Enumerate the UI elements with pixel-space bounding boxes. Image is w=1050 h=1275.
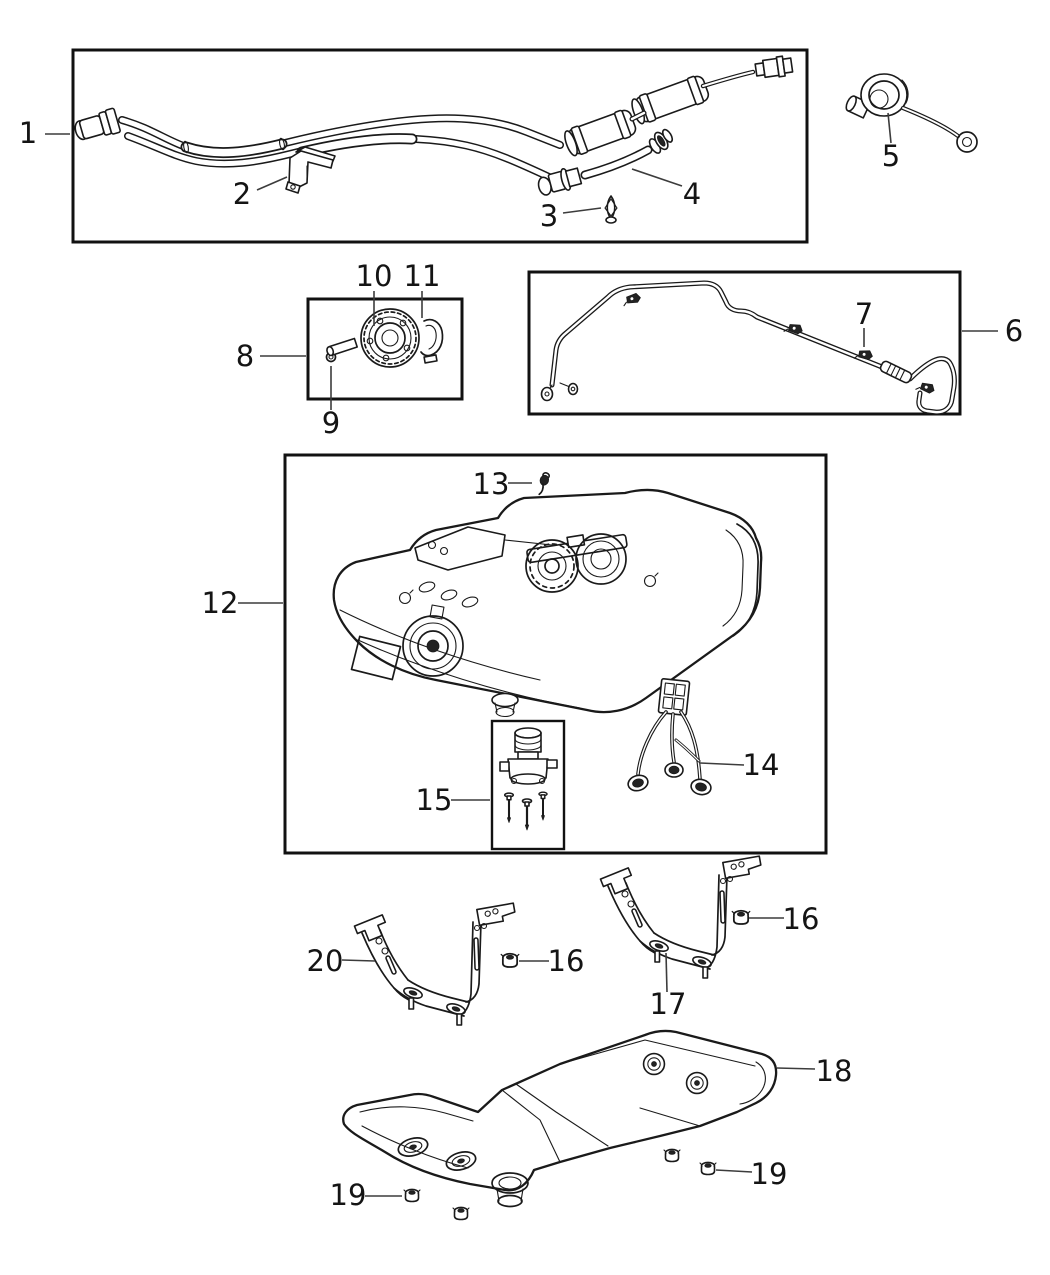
nut-drawing-19-4 [699, 1161, 717, 1176]
nut-drawing-19-1 [403, 1188, 421, 1203]
callout-16-right: 16 [749, 902, 819, 936]
callout-16-left: 16 [519, 944, 584, 978]
callout-label-19-left: 19 [330, 1178, 367, 1212]
callout-label-10: 10 [356, 259, 393, 293]
callout-label-13: 13 [473, 467, 510, 501]
clamp-drawing [420, 318, 444, 364]
callout-5: 5 [882, 112, 900, 173]
nut-drawing-19-2 [452, 1206, 470, 1221]
callout-label-16-left: 16 [548, 944, 585, 978]
leader-line-3 [562, 207, 602, 214]
skid-plate-drawing [342, 1029, 778, 1208]
callout-8: 8 [236, 339, 306, 373]
callout-label-1: 1 [19, 116, 37, 150]
callout-label-20: 20 [307, 944, 344, 978]
group-box-15 [490, 719, 566, 851]
leader-line-4 [631, 168, 683, 187]
callout-18: 18 [776, 1054, 853, 1088]
leader-line-19-right [715, 1169, 753, 1173]
callout-label-8: 8 [236, 339, 254, 373]
callout-label-5: 5 [882, 139, 900, 173]
callout-label-4: 4 [683, 177, 701, 211]
callout-label-9: 9 [322, 406, 340, 440]
group-box-1 [71, 48, 809, 244]
callout-label-19-right: 19 [751, 1157, 788, 1191]
cap-with-tether-drawing [845, 73, 978, 153]
callout-3: 3 [540, 199, 602, 233]
retainer-clip-drawing-3 [604, 195, 618, 224]
callout-12: 12 [202, 586, 283, 620]
callout-19-right: 19 [715, 1157, 788, 1191]
callout-4: 4 [631, 168, 701, 211]
callout-20: 20 [307, 944, 376, 978]
callout-13: 13 [473, 467, 532, 501]
callout-label-2: 2 [233, 177, 251, 211]
leader-line-2 [256, 176, 288, 191]
callout-label-12: 12 [202, 586, 239, 620]
callout-14: 14 [699, 748, 780, 782]
mounting-bracket-drawing [285, 146, 336, 194]
group-box-6 [527, 270, 962, 416]
group-box-12 [283, 453, 828, 855]
callout-17: 17 [650, 952, 687, 1021]
callout-label-14: 14 [743, 748, 780, 782]
clip-drawing-13 [538, 472, 551, 496]
callout-label-18: 18 [816, 1054, 853, 1088]
callout-label-6: 6 [1005, 314, 1023, 348]
callout-label-16-right: 16 [783, 902, 820, 936]
callout-10: 10 [356, 259, 393, 326]
callout-1: 1 [19, 116, 70, 150]
nut-drawing-16-left [500, 952, 520, 968]
def-tank-drawing [332, 488, 763, 718]
callout-label-11: 11 [404, 259, 441, 293]
group-box-8 [306, 297, 464, 401]
leader-line-17 [665, 952, 668, 993]
leader-line-5 [887, 112, 892, 144]
leader-line-14 [699, 762, 745, 766]
callout-7: 7 [855, 297, 873, 347]
callout-19-left: 19 [330, 1178, 402, 1212]
callout-label-7: 7 [855, 297, 873, 331]
callout-label-3: 3 [540, 199, 558, 233]
wiring-harness-drawing [627, 678, 712, 796]
hose-drawing-4 [537, 128, 674, 196]
pump-kit-drawing [499, 727, 558, 832]
leader-line-18 [776, 1067, 816, 1070]
filler-tube-assembly-drawing [74, 55, 794, 181]
callout-6: 6 [962, 314, 1023, 348]
callout-15: 15 [416, 783, 490, 817]
callout-label-17: 17 [650, 987, 687, 1021]
callout-9: 9 [322, 366, 340, 440]
callout-label-15: 15 [416, 783, 453, 817]
pump-motor-drawing [326, 308, 420, 368]
callout-2: 2 [233, 176, 288, 211]
tank-strap-drawing-20 [354, 903, 516, 1025]
nut-drawing-19-3 [663, 1148, 681, 1163]
nut-drawing-16-right [731, 909, 751, 925]
vent-line-drawing [540, 280, 957, 415]
leader-line-20 [341, 959, 376, 962]
callout-11: 11 [404, 259, 441, 318]
